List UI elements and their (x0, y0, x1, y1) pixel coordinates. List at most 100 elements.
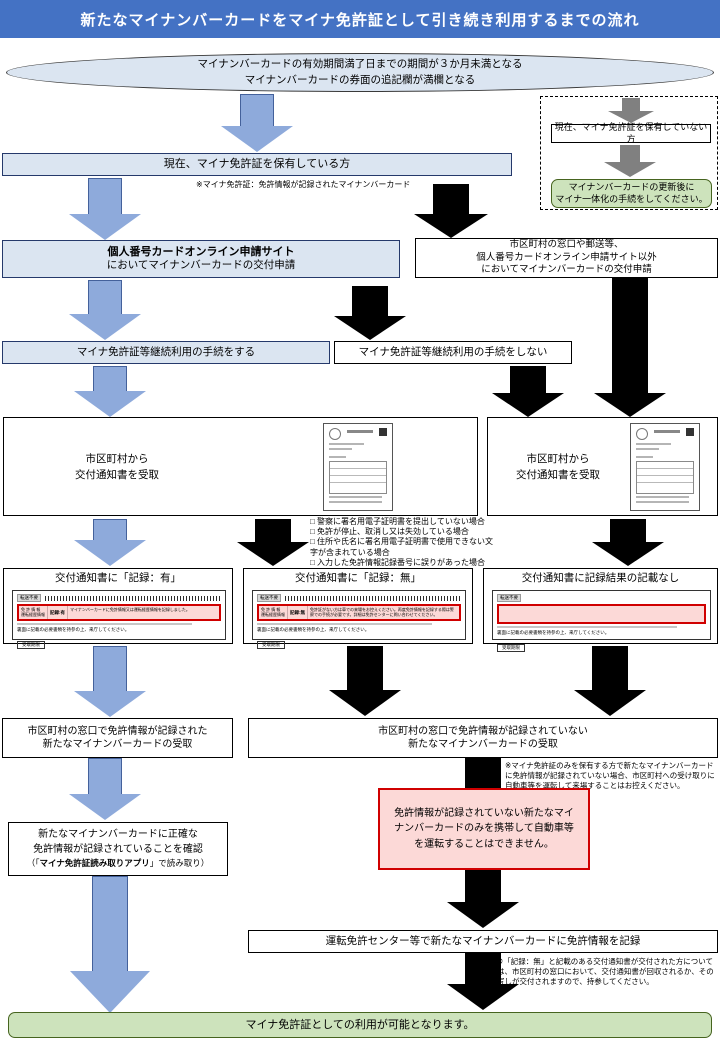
receive-notice-line1: 市区町村から (85, 453, 149, 465)
confirm-line3-pre: （「 (26, 858, 40, 869)
down-arrow-black (492, 366, 564, 417)
letter-gray-line (497, 626, 677, 628)
down-arrow-blue (74, 366, 146, 417)
apply-online-line1: 個人番号カードオンライン申請サイト (107, 246, 295, 259)
receive-notice-line2: 交付通知書を受取 (75, 468, 159, 481)
letter-chip: 転送不要 (257, 594, 281, 602)
confirm-line2: 免許情報が記録されていることを確認 (33, 843, 203, 855)
integrate-line2: マイナ一体化の手続をしてください。 (555, 193, 708, 204)
pickup-unrecorded-line2: 新たなマイナンバーカードの受取 (408, 739, 558, 750)
notice-letter-thumbnail (323, 423, 393, 511)
apply-other-box: 市区町村の窓口や郵送等、 個人番号カードオンライン申請サイト以外 においてマイナ… (415, 238, 718, 278)
letter-status-no: 記録:無 (288, 606, 308, 619)
confirm-record-box: 新たなマイナンバーカードに正確な 免許情報が記録されていることを確認 （「マイナ… (8, 822, 228, 876)
seal-icon (636, 428, 648, 440)
apply-other-line1: 市区町村の窓口や郵送等、 (509, 239, 624, 251)
letter-barcode (45, 595, 221, 601)
record-no-highlight: 免 許 情 報運転経歴情報 記録:無 免許証がない方は車での来場をお控えください… (257, 604, 461, 621)
letter-row-label2: 運転経歴情報 (21, 611, 45, 617)
down-arrow-black (237, 519, 309, 566)
apply-other-line3: においてマイナンバーカードの交付申請 (481, 264, 652, 276)
notice-record-none-title: 交付通知書に記録結果の記載なし (521, 572, 680, 584)
apply-online-line2: においてマイナンバーカードの交付申請 (106, 259, 296, 272)
down-arrow-black (447, 953, 519, 1010)
record-none-highlight-empty (497, 604, 706, 624)
doc-title-bar (347, 430, 373, 433)
letter-chip: 転送不要 (497, 594, 521, 602)
qr-code-icon (686, 428, 694, 436)
letter-row-label1: 免 許 情 報 (21, 606, 41, 612)
pickup-recorded-line2: 新たなマイナンバーカードの受取 (42, 739, 193, 750)
qr-code-icon (379, 428, 387, 436)
receive-notice-line1: 市区町村から (526, 453, 590, 465)
start-condition-line1: マイナンバーカードの有効期間満了日までの期間が３か月未満となる (197, 58, 523, 71)
notice-letter-detail-no: 転送不要 免 許 情 報運転経歴情報 記録:無 免許証がない方は車での来場をお控… (252, 590, 466, 650)
warning-line2: ナンバーカードのみを携帯して自動車等 (394, 823, 574, 835)
apply-online-box: 個人番号カードオンライン申請サイト においてマイナンバーカードの交付申請 (2, 240, 400, 278)
letter-due-label: 受取期限 (257, 641, 285, 650)
pickup-recorded-box: 市区町村の窓口で免許情報が記録された 新たなマイナンバーカードの受取 (2, 718, 233, 758)
continue-use-no-label: マイナ免許証等継続利用の手続をしない (358, 345, 548, 358)
warning-red-box: 免許情報が記録されていない新たなマイ ナンバーカードのみを携帯して自動車等 を運… (378, 788, 590, 870)
has-myna-license-box: 現在、マイナ免許証を保有している方 (2, 153, 512, 176)
down-arrow-blue (69, 758, 141, 820)
record-yes-highlight: 免 許 情 報運転経歴情報 記録:有 マイナンバーカードに免許情報又は運転経歴情… (17, 604, 221, 621)
confirm-line3: （「マイナ免許証読み取りアプリ」で読み取り） (27, 857, 210, 869)
letter-due-label: 受取期限 (497, 644, 525, 653)
reason-item: □ 警察に署名用電子証明書を提出していない場合 (310, 517, 485, 526)
goal-label: マイナ免許証としての利用が可能となります。 (245, 1018, 475, 1031)
record-at-center-label: 運転免許センター等で新たなマイナンバーカードに免許情報を記録 (325, 934, 641, 947)
down-arrow-blue (74, 519, 146, 566)
notice-record-yes-title: 交付通知書に「記録：有」 (55, 572, 181, 584)
record-none-reasons-list: □ 警察に署名用電子証明書を提出していない場合 □ 免許が停止、取消し又は失効し… (310, 517, 496, 568)
down-arrow-gray (608, 98, 654, 123)
warning-line3: を運転することはできません。 (414, 838, 554, 850)
receive-notice-right-box: 市区町村から 交付通知書を受取 (487, 417, 718, 516)
letter-barcode (285, 595, 461, 601)
letter-status-yes: 記録:有 (48, 606, 68, 619)
connector-bar-black (465, 757, 501, 790)
notice-record-yes-box: 交付通知書に「記録：有」 転送不要 免 許 情 報運転経歴情報 記録:有 マイナ… (3, 568, 233, 650)
notice-record-no-title: 交付通知書に「記録：無」 (295, 572, 421, 584)
warning-line1: 免許情報が記録されていない新たなマイ (394, 807, 574, 819)
integrate-line1: マイナンバーカードの更新後に (568, 181, 695, 192)
down-arrow-black-long (594, 278, 666, 417)
start-condition-ellipse: マイナンバーカードの有効期間満了日までの期間が３か月未満となる マイナンバーカー… (6, 53, 714, 92)
receive-notice-right-text: 市区町村から 交付通知書を受取 (498, 452, 618, 484)
letter-gray-line (17, 623, 193, 625)
letter-desc-yes: マイナンバーカードに免許情報又は運転経歴情報を記録しました。 (70, 607, 190, 612)
receive-notice-left-text: 市区町村から 交付通知書を受取 (42, 452, 192, 484)
notice-letter-detail-yes: 転送不要 免 許 情 報運転経歴情報 記録:有 マイナンバーカードに免許情報又は… (12, 590, 226, 650)
down-arrow-black (574, 646, 646, 716)
letter-due-label: 受取期限 (17, 641, 45, 650)
receive-notice-left-box: 市区町村から 交付通知書を受取 (3, 417, 478, 516)
reason-item: □ 免許が停止、取消し又は失効している場合 (310, 527, 469, 537)
down-arrow-black (414, 184, 488, 238)
apply-other-line2: 個人番号カードオンライン申請サイト以外 (476, 251, 657, 263)
start-condition-line2: マイナンバーカードの券面の追記欄が満欄となる (244, 73, 476, 86)
notice-record-no-box: 交付通知書に「記録：無」 転送不要 免 許 情 報運転経歴情報 記録:無 免許証… (243, 568, 473, 650)
letter-carry-note: 裏面に記載の必要書類を持参の上、来庁してください。 (497, 629, 610, 635)
has-myna-license-label: 現在、マイナ免許証を保有している方 (163, 158, 351, 171)
record-none-reissue-note: ※「記録：無」と記載のある交付通知書が交付された方については、市区町村の窓口にお… (497, 957, 714, 987)
down-arrow-black (447, 870, 519, 928)
down-arrow-blue (221, 94, 293, 152)
letter-gray-line (257, 623, 433, 625)
confirm-line1: 新たなマイナンバーカードに正確な (38, 829, 198, 841)
letter-row-label1: 免 許 情 報 (261, 606, 281, 612)
no-myna-license-box: 現在、マイナ免許証を保有していない方 (551, 122, 711, 144)
notice-letter-thumbnail (630, 423, 700, 511)
confirm-line3-post: 」で読み取り） (149, 858, 210, 869)
letter-carry-note: 裏面に記載の必要書類を持参の上、来庁してください。 (17, 626, 130, 632)
down-arrow-black (334, 286, 406, 340)
integrate-after-renewal-box: マイナンバーカードの更新後に マイナ一体化の手続をしてください。 (551, 179, 712, 208)
continue-use-yes-label: マイナ免許証等継続利用の手続をする (76, 345, 256, 358)
down-arrow-gray (604, 145, 656, 177)
receive-notice-line2: 交付通知書を受取 (516, 468, 600, 481)
letter-desc-no: 免許証がない方は車での来場をお控えください。再度免許情報を記録する際は警察での手… (310, 607, 454, 617)
pickup-unrecorded-box: 市区町村の窓口で免許情報が記録されていない 新たなマイナンバーカードの受取 (248, 718, 718, 758)
myna-license-definition-note: ※マイナ免許証：免許情報が記録されたマイナンバーカード (196, 180, 411, 189)
letter-row-label2: 運転経歴情報 (261, 611, 285, 617)
down-arrow-blue (69, 280, 141, 340)
